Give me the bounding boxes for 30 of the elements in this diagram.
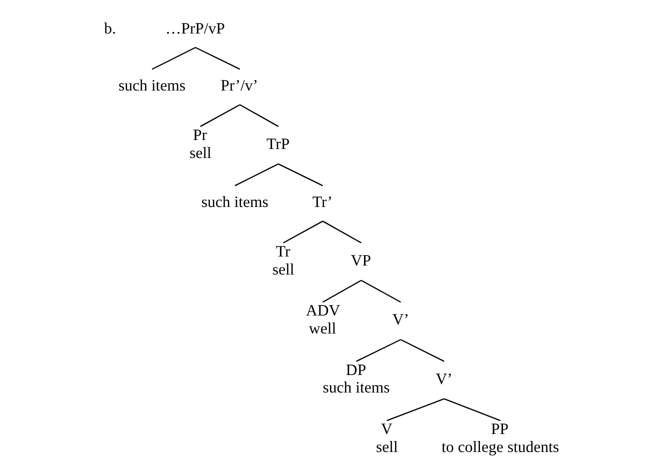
node-text: ADV well xyxy=(305,302,340,338)
node-text: V’ xyxy=(392,312,408,329)
connector xyxy=(443,398,500,422)
node-text: such items xyxy=(200,194,268,212)
node-text: V sell xyxy=(376,421,398,456)
node-text: PP to college students xyxy=(441,421,559,456)
node-text: Tr sell xyxy=(272,244,294,278)
connector xyxy=(400,339,444,362)
node-text: VP xyxy=(350,252,371,270)
connector xyxy=(278,163,323,186)
node-text: V’ xyxy=(435,370,452,388)
connector xyxy=(360,280,400,303)
connector xyxy=(200,104,240,127)
node-text: Pr’/v’ xyxy=(220,78,258,95)
connector xyxy=(322,220,362,244)
connector xyxy=(356,339,400,362)
node-text: TrP xyxy=(266,136,290,153)
connector xyxy=(239,104,278,127)
connector xyxy=(151,46,196,70)
node-text: …PrP/vP xyxy=(164,20,224,38)
connector xyxy=(234,163,278,186)
node-text: Pr sell xyxy=(189,127,211,162)
connector xyxy=(282,220,323,244)
connector xyxy=(194,46,240,70)
label: b. xyxy=(104,20,116,38)
node-text: such items xyxy=(118,78,185,95)
node-text: Tr’ xyxy=(312,194,332,212)
connector xyxy=(386,398,444,422)
node-text: DP such items xyxy=(322,362,390,397)
connector xyxy=(322,280,362,303)
